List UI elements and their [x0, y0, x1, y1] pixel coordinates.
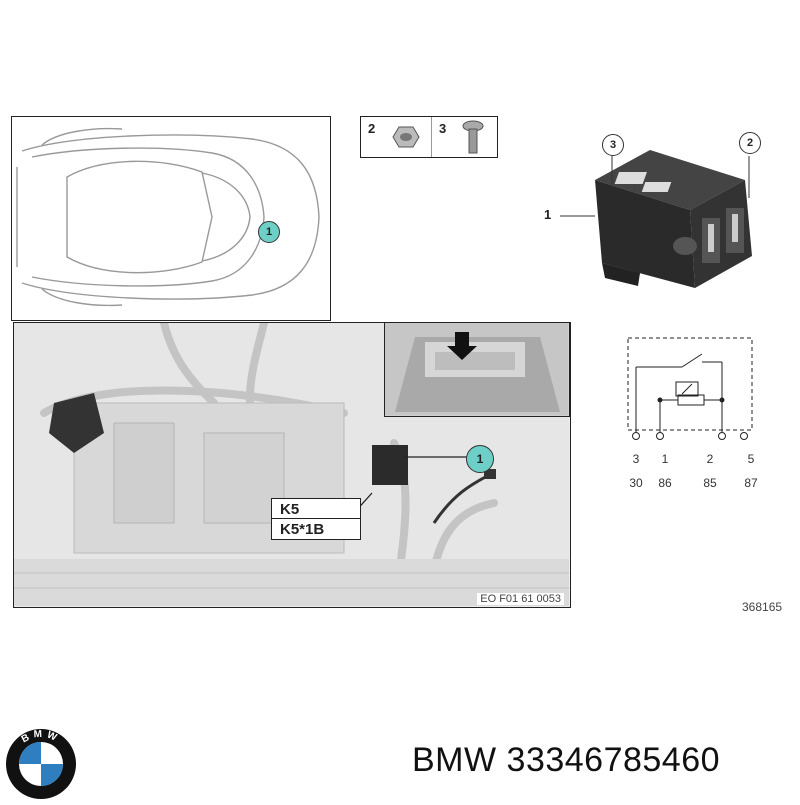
car-location-callout: 1: [258, 221, 280, 243]
relay-circuit-diagram: [627, 337, 753, 440]
diagram-number: 368165: [742, 600, 783, 614]
pin-numbers-top: 3 1 2 5: [622, 452, 762, 466]
pin-bottom-1: 30: [629, 476, 643, 490]
k5-label: K5: [271, 498, 361, 520]
pin-bottom-4: 87: [744, 476, 758, 490]
fastener-parts-box: 2 3: [360, 116, 498, 158]
relay-callout-left: 3: [602, 134, 624, 156]
trunk-inset-view: [384, 323, 570, 417]
relay-view: 1 3 2: [540, 128, 790, 298]
relay-part-number: 1: [544, 207, 552, 222]
k5-1b-label: K5*1B: [271, 518, 361, 540]
relay-illustration: [560, 150, 752, 288]
bmw-logo: BMW: [2, 726, 80, 804]
install-location-callout: 1: [466, 445, 494, 473]
pin-top-1: 3: [632, 452, 640, 466]
relay-schematic: 3 1 2 5 30 86 85 87: [622, 332, 762, 492]
trunk-inset-image: [385, 323, 568, 415]
bmw-roundel-icon: BMW: [6, 729, 76, 799]
image-code: EO F01 61 0053: [477, 593, 564, 605]
hex-nut-icon: [392, 126, 420, 148]
pin-top-4: 5: [747, 452, 755, 466]
pin-bottom-3: 85: [703, 476, 717, 490]
parts-divider: [431, 117, 432, 157]
nut-part-number: 2: [368, 121, 376, 136]
pin-top-2: 1: [661, 452, 669, 466]
car-outline: [16, 127, 320, 307]
bolt-part-number: 3: [439, 121, 447, 136]
installation-photo-panel: 1 K5 K5*1B EO F01 61 0053: [13, 322, 571, 608]
pin-bottom-2: 86: [658, 476, 672, 490]
pin-top-3: 2: [706, 452, 714, 466]
part-caption: BMW 33346785460: [412, 741, 721, 779]
car-top-view-panel: 1: [11, 116, 331, 321]
pin-numbers-bottom: 30 86 85 87: [622, 476, 762, 490]
bolt-icon: [462, 120, 484, 154]
relay-callout-right: 2: [739, 132, 761, 154]
